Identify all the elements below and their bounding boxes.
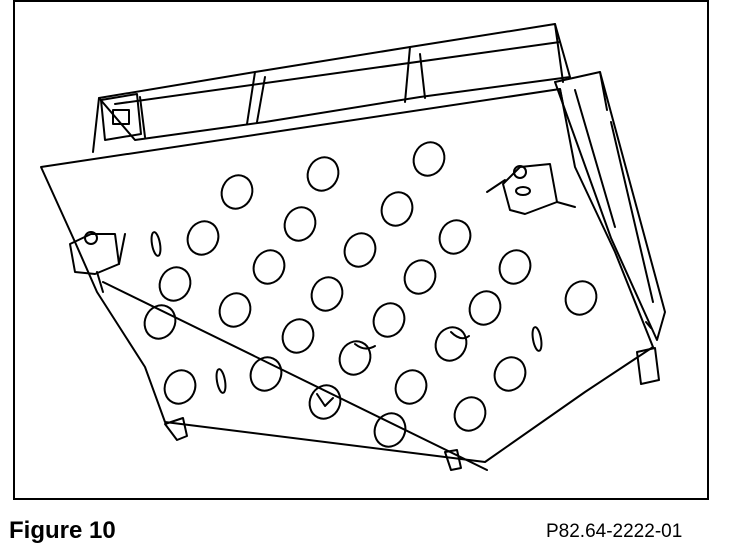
left-mounting-tab (69, 231, 126, 293)
perforated-plate (40, 88, 654, 471)
bracket-illustration (40, 23, 666, 471)
drawing-frame (13, 0, 709, 500)
perforation-holes (143, 141, 598, 448)
figure-caption: Figure 10 (9, 517, 116, 544)
right-side-panel (554, 71, 666, 385)
right-mounting-tab (486, 163, 576, 215)
figure-reference-code: P82.64-2222-01 (546, 521, 683, 542)
rear-housing (92, 23, 571, 153)
slots (150, 231, 543, 394)
